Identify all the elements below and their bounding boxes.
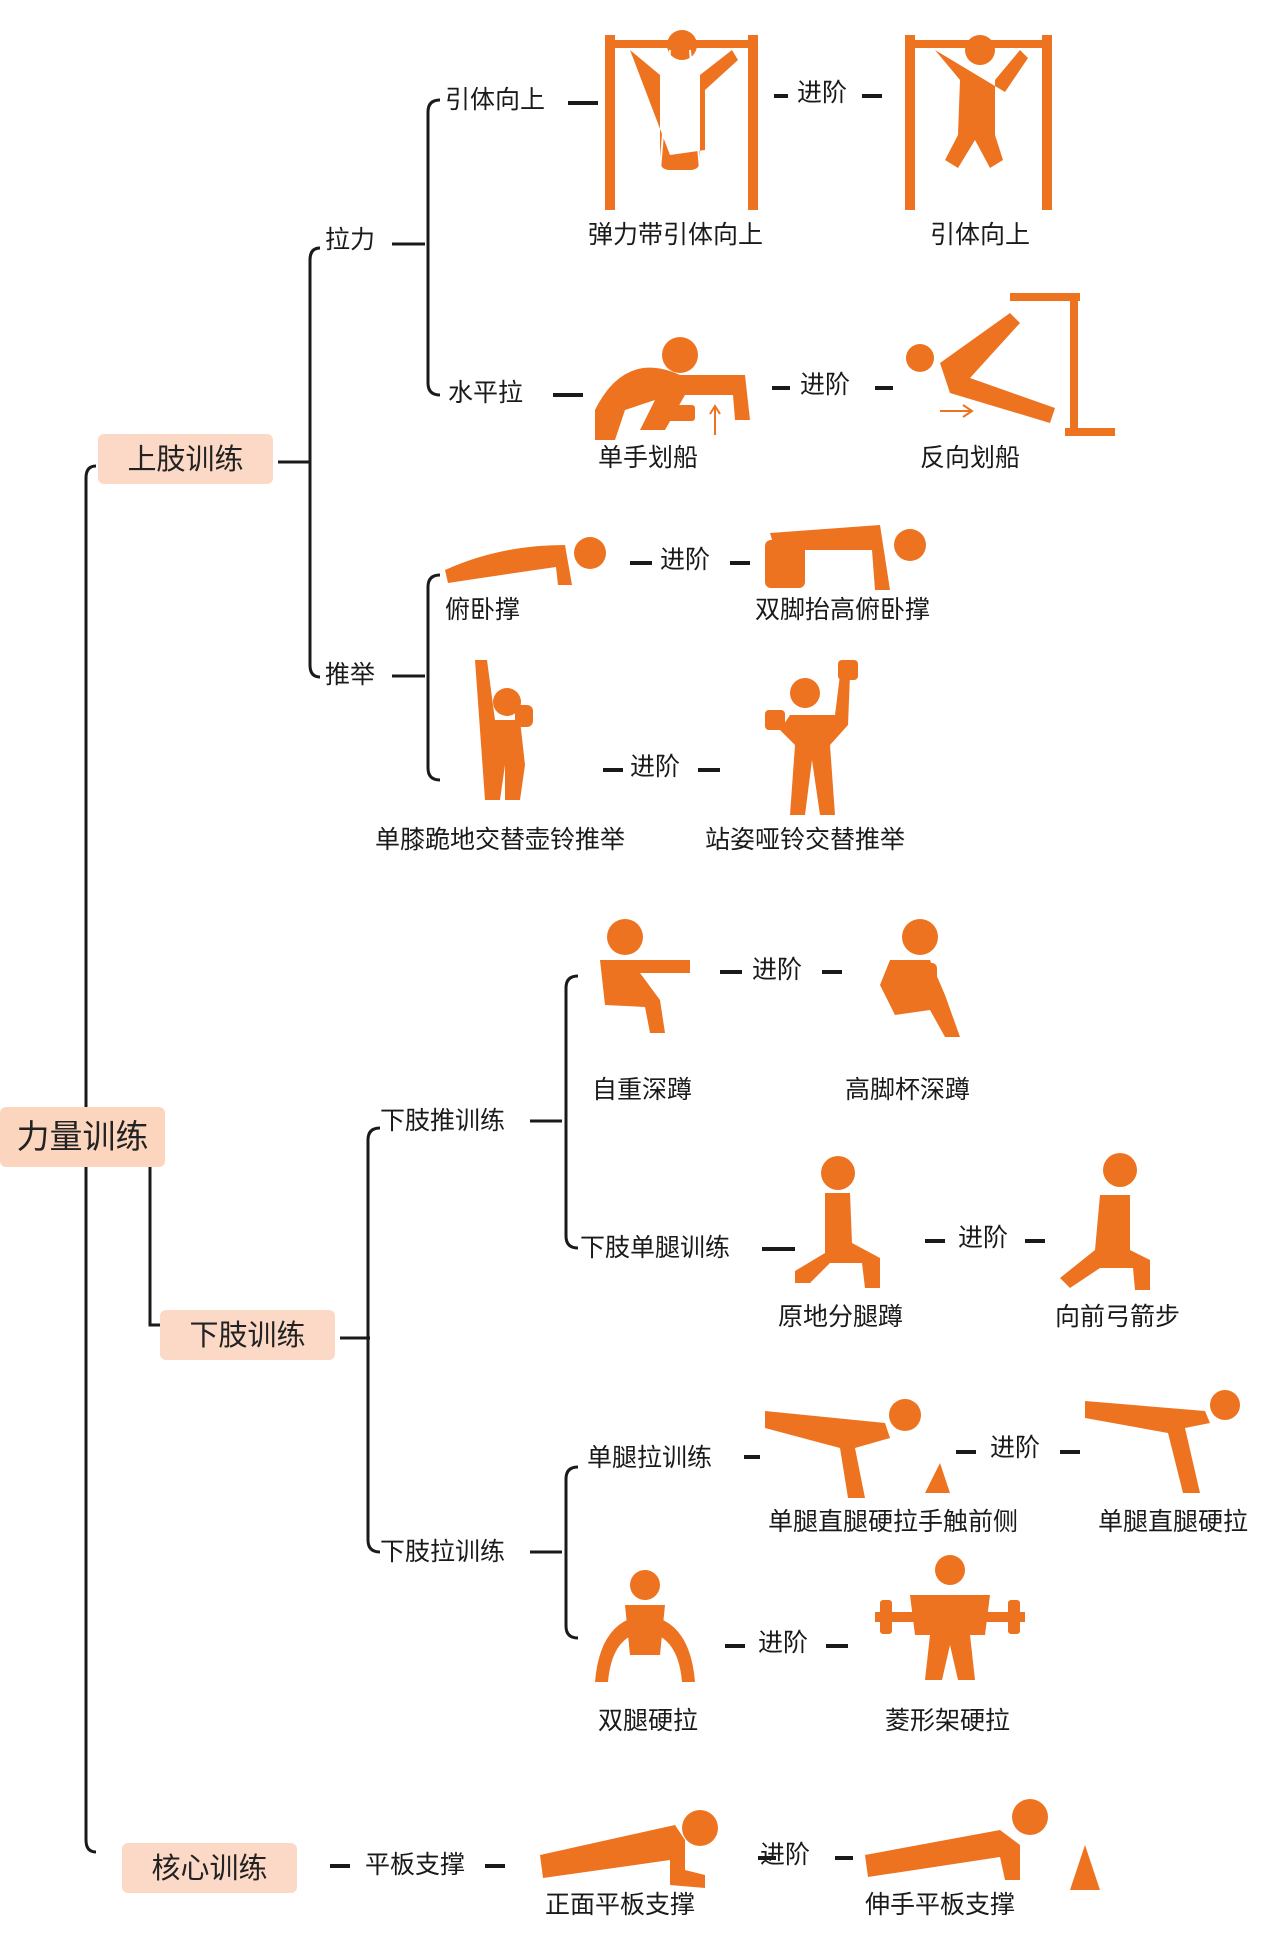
progress-label: 进阶 — [990, 1433, 1041, 1462]
inverted-row-icon — [906, 293, 1115, 436]
bodyweight-squat-label: 自重深蹲 — [592, 1075, 693, 1104]
single-leg-rdl-icon — [1085, 1390, 1240, 1493]
progress-label: 进阶 — [660, 545, 711, 574]
feet-elevated-pushup-icon — [765, 525, 926, 590]
single-leg-pull-node: 单腿拉训练 — [587, 1443, 713, 1472]
standing-dumbbell-press-icon — [765, 660, 858, 815]
deadlift-icon — [595, 1570, 695, 1682]
upper-limb-node: 上肢训练 — [98, 434, 273, 484]
standing-press-label: 站姿哑铃交替推举 — [705, 825, 906, 854]
forward-lunge-label: 向前弓箭步 — [1055, 1302, 1181, 1331]
progress-label: 进阶 — [630, 752, 681, 781]
progress-label: 进阶 — [800, 370, 851, 399]
band-pullup-icon — [605, 30, 758, 210]
deadlift-label: 双腿硬拉 — [598, 1706, 699, 1735]
single-arm-row-icon — [595, 337, 750, 440]
lower-push-node: 下肢推训练 — [380, 1106, 506, 1135]
pushup-label: 俯卧撑 — [445, 595, 521, 624]
pullup-label: 引体向上 — [930, 220, 1031, 249]
pullup-icon — [905, 35, 1052, 210]
trap-bar-deadlift-icon — [875, 1555, 1025, 1680]
progress-label: 进阶 — [752, 955, 803, 984]
plank-node: 平板支撑 — [365, 1850, 466, 1879]
forward-lunge-icon — [1060, 1153, 1150, 1290]
split-squat-icon — [795, 1156, 880, 1288]
trap-bar-deadlift-label: 菱形架硬拉 — [885, 1706, 1011, 1735]
progress-label: 进阶 — [797, 78, 848, 107]
lower-limb-node: 下肢训练 — [160, 1310, 335, 1360]
pushup-icon — [445, 537, 606, 585]
reaching-plank-label: 伸手平板支撑 — [865, 1890, 1016, 1919]
goblet-squat-icon — [880, 919, 960, 1037]
lower-single-leg-node: 下肢单腿训练 — [580, 1233, 731, 1262]
inverted-row-label: 反向划船 — [920, 443, 1021, 472]
reaching-plank-icon — [865, 1799, 1100, 1890]
push-node: 推举 — [325, 660, 376, 689]
core-node: 核心训练 — [122, 1843, 297, 1893]
root-node: 力量训练 — [0, 1107, 165, 1167]
single-leg-rdl-label: 单腿直腿硬拉 — [1098, 1507, 1249, 1536]
goblet-squat-label: 高脚杯深蹲 — [845, 1075, 971, 1104]
lower-pull-node: 下肢拉训练 — [380, 1537, 506, 1566]
bodyweight-squat-icon — [600, 919, 690, 1033]
plank-label: 正面平板支撑 — [545, 1890, 696, 1919]
progress-label: 进阶 — [758, 1628, 809, 1657]
single-leg-rdl-touch-label: 单腿直腿硬拉手触前侧 — [768, 1507, 1019, 1536]
kneeling-kettlebell-press-icon — [475, 660, 533, 800]
plank-icon — [540, 1810, 718, 1888]
feet-elevated-pushup-label: 双脚抬高俯卧撑 — [755, 595, 931, 624]
row-node: 水平拉 — [448, 378, 524, 407]
band-pullup-label: 弹力带引体向上 — [588, 220, 764, 249]
kneeling-press-label: 单膝跪地交替壶铃推举 — [375, 825, 626, 854]
pullup-node: 引体向上 — [445, 85, 546, 114]
progress-label: 进阶 — [958, 1223, 1009, 1252]
progress-label: 进阶 — [760, 1840, 811, 1869]
single-arm-row-label: 单手划船 — [598, 443, 699, 472]
split-squat-label: 原地分腿蹲 — [778, 1302, 904, 1331]
single-leg-rdl-touch-icon — [765, 1399, 950, 1498]
pull-node: 拉力 — [325, 225, 376, 254]
